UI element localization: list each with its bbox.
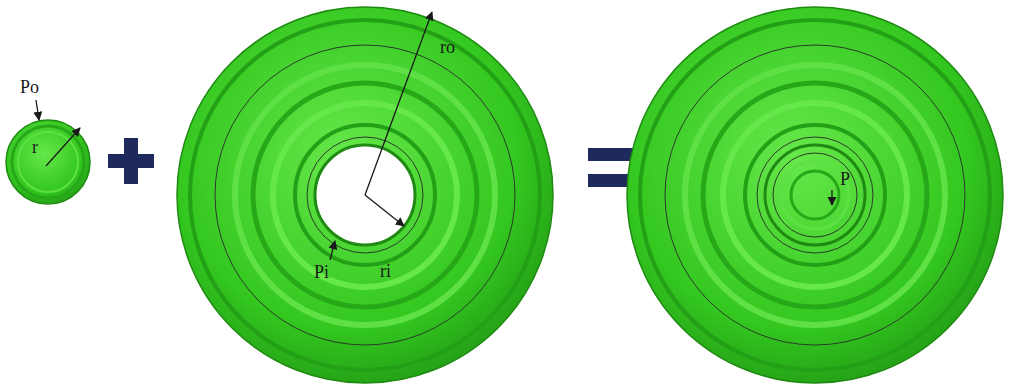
leader-arrows	[36, 12, 832, 260]
variable-label: P	[840, 170, 850, 188]
plus-sign	[108, 138, 154, 184]
inner-disc	[6, 120, 90, 204]
variable-label: ro	[440, 38, 455, 56]
assembled-disc	[627, 7, 1003, 383]
variable-label: Po	[20, 78, 39, 96]
variable-label: ri	[380, 262, 391, 280]
outer-disc	[177, 7, 553, 383]
variable-label: r	[32, 138, 38, 156]
variable-label: Pi	[314, 263, 329, 281]
